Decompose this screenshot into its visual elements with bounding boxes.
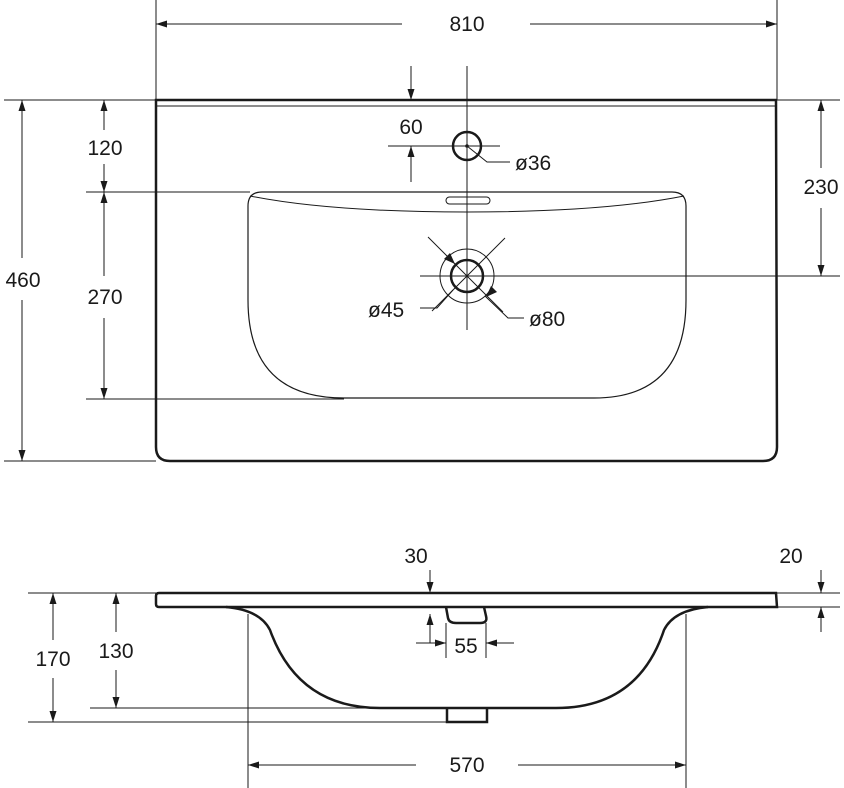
dim-230: 230 bbox=[803, 176, 838, 199]
arrow-120-bottom bbox=[100, 181, 108, 192]
arrow-20-bottom bbox=[817, 607, 825, 618]
top-view: 810 460 120 270 230 60 bbox=[4, 0, 840, 463]
side-view: 30 20 170 130 55 bbox=[28, 545, 840, 788]
arrow-230-top bbox=[817, 100, 825, 111]
arrow-20-top bbox=[817, 582, 825, 593]
arrow-60-bottom bbox=[407, 146, 415, 157]
arrow-120-top bbox=[100, 100, 108, 111]
leader-drain-outer-tail bbox=[484, 295, 524, 319]
dim-170: 170 bbox=[35, 648, 70, 671]
arrow-270-top bbox=[100, 192, 108, 203]
dim-130: 130 bbox=[98, 640, 133, 663]
side-drain-outlet bbox=[445, 708, 489, 724]
side-overflow-slot bbox=[444, 606, 488, 625]
arrow-130-top bbox=[112, 593, 120, 604]
leader-tap-hole bbox=[466, 145, 510, 163]
arrow-230-bottom bbox=[817, 265, 825, 276]
dim-drain-45: ø45 bbox=[368, 299, 404, 322]
arrow-drain-outer bbox=[486, 286, 497, 297]
bowl-outline bbox=[247, 191, 687, 399]
dim-270: 270 bbox=[87, 286, 122, 309]
arrow-170-bottom bbox=[49, 711, 57, 722]
arrow-460-top bbox=[18, 100, 26, 111]
arrow-810-left bbox=[156, 20, 167, 28]
arrow-130-bottom bbox=[112, 697, 120, 708]
dim-55: 55 bbox=[454, 635, 477, 658]
arrow-810-right bbox=[766, 20, 777, 28]
arrow-270-bottom bbox=[100, 388, 108, 399]
arrow-30 bbox=[426, 582, 434, 593]
arrow-60-top bbox=[407, 89, 415, 100]
dim-60: 60 bbox=[399, 116, 422, 139]
dim-width-810: 810 bbox=[449, 13, 484, 36]
leader-drain-inner bbox=[427, 236, 504, 313]
arrow-55-right bbox=[486, 639, 497, 647]
arrow-570-left bbox=[248, 761, 259, 769]
dim-depth-460: 460 bbox=[5, 269, 40, 292]
arrow-570-right bbox=[675, 761, 686, 769]
side-bowl-profile bbox=[225, 605, 709, 710]
dim-120: 120 bbox=[87, 137, 122, 160]
dim-30: 30 bbox=[404, 545, 427, 568]
arrow-55-left bbox=[435, 639, 446, 647]
side-rim bbox=[154, 591, 779, 609]
leader-drain-outer bbox=[431, 237, 506, 312]
arrow-460-bottom bbox=[18, 450, 26, 461]
dim-tap-hole-36: ø36 bbox=[515, 152, 551, 175]
leader-drain-inner-tail bbox=[420, 289, 454, 309]
sink-top-outline bbox=[154, 98, 779, 463]
dim-drain-80: ø80 bbox=[529, 308, 565, 331]
arrow-drain-inner bbox=[444, 253, 455, 264]
dim-570: 570 bbox=[449, 754, 484, 777]
dim-20: 20 bbox=[779, 545, 802, 568]
arrow-170-top bbox=[49, 593, 57, 604]
overflow-slot bbox=[445, 196, 491, 205]
arrow-55-vertical bbox=[426, 614, 434, 625]
